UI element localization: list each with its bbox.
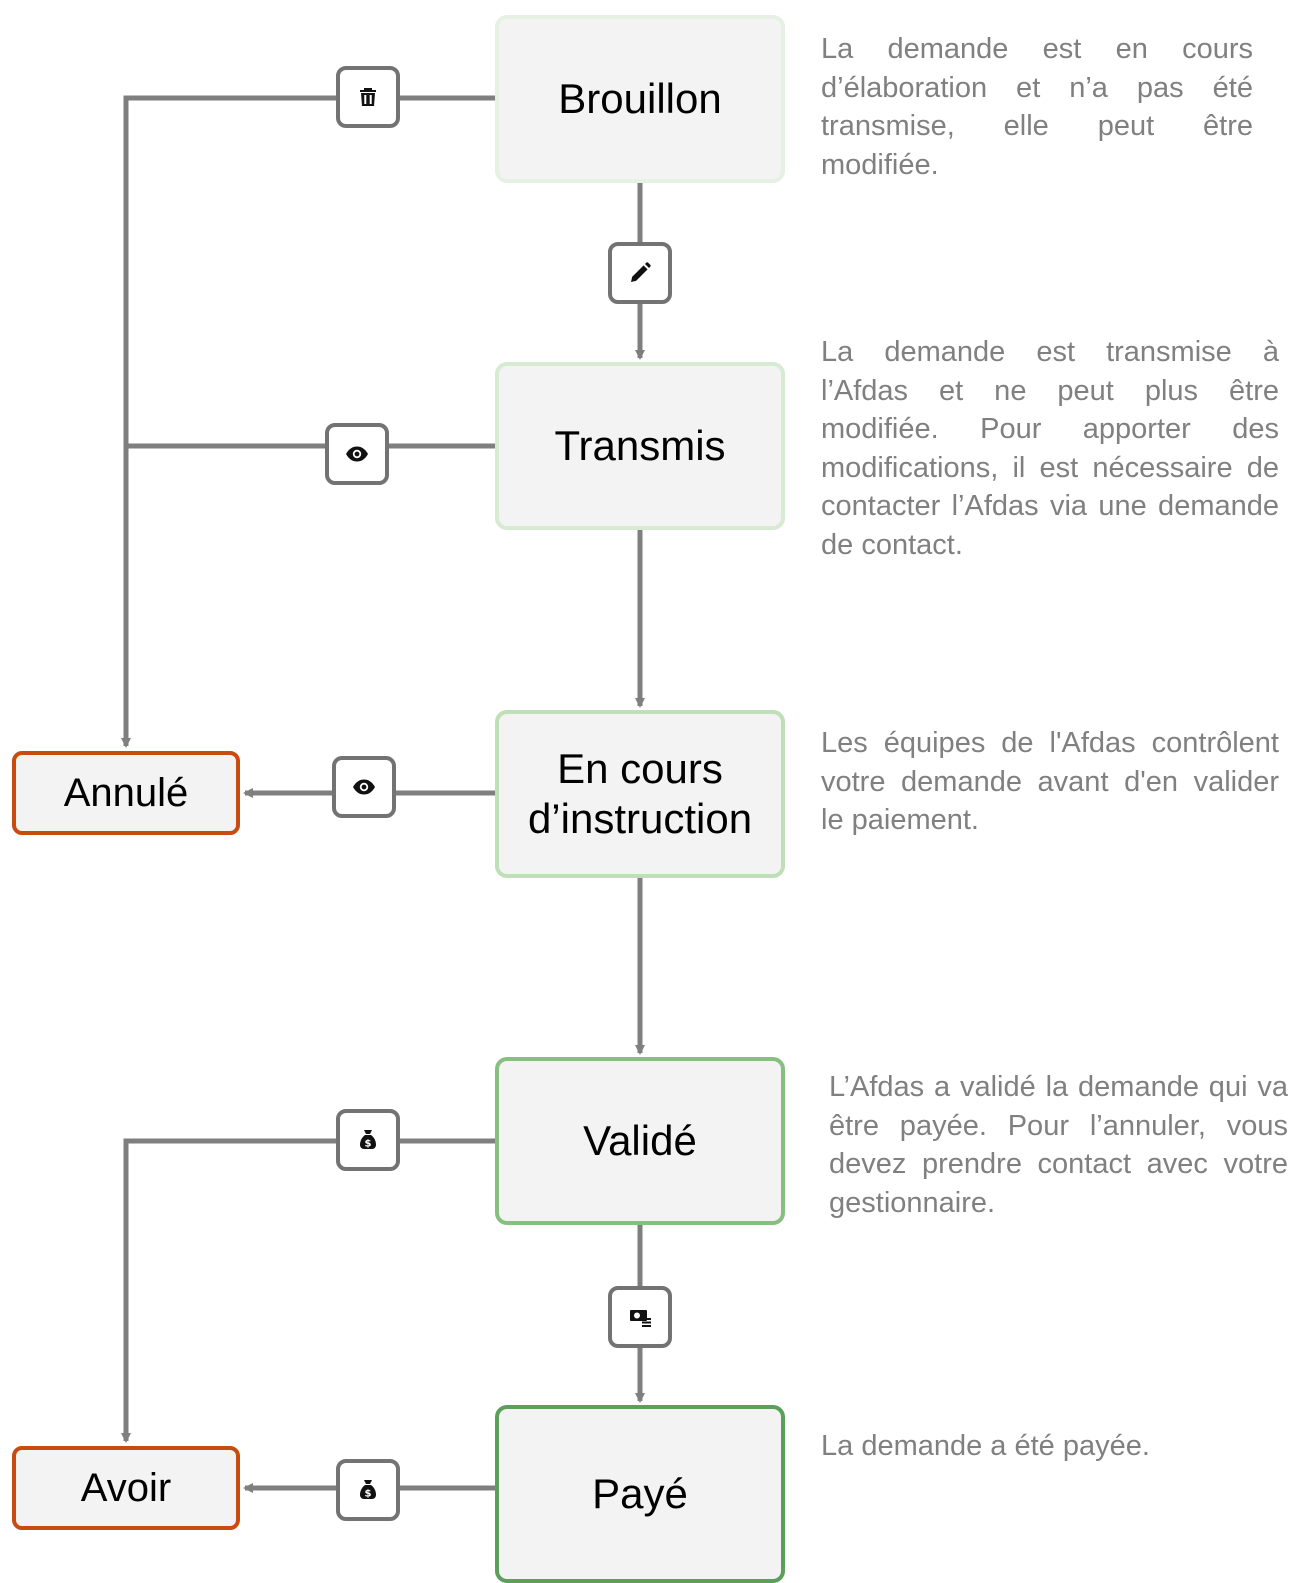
state-annule-label: Annulé xyxy=(63,771,189,815)
description-brouillon: La demande est en cours d’élaboration et… xyxy=(821,33,1253,181)
connector-valide-avoir xyxy=(121,1138,495,1443)
description-transmis: La demande est transmise à l’Afdas et ne… xyxy=(821,336,1279,561)
payment-card-icon xyxy=(608,1286,672,1348)
svg-text:$: $ xyxy=(365,1139,372,1150)
pencil-icon xyxy=(608,242,672,304)
state-paye-label: Payé xyxy=(592,1470,688,1517)
state-avoir-label: Avoir xyxy=(80,1466,172,1510)
state-brouillon-label: Brouillon xyxy=(558,75,722,122)
eye-icon xyxy=(332,756,396,818)
connector-brouillon-annule xyxy=(121,95,495,748)
state-annule: Annulé xyxy=(12,751,240,835)
trash-icon xyxy=(336,66,400,128)
state-valide-label: Validé xyxy=(583,1117,697,1164)
money-bag-icon: $ xyxy=(336,1459,400,1521)
state-en-cours-instruction: En cours d’instruction xyxy=(495,710,785,878)
state-paye: Payé xyxy=(495,1405,785,1583)
state-transmis-label: Transmis xyxy=(554,422,726,469)
svg-text:$: $ xyxy=(365,1489,372,1500)
description-valide: L’Afdas a validé la demande qui va être … xyxy=(829,1071,1288,1219)
money-bag-icon: $ xyxy=(336,1109,400,1171)
description-paye: La demande a été payée. xyxy=(821,1430,1150,1462)
state-brouillon: Brouillon xyxy=(495,15,785,183)
state-transmis: Transmis xyxy=(495,362,785,530)
description-en-cours: Les équipes de l'Afdas contrôlent votre … xyxy=(821,727,1279,836)
state-en-cours-label: En cours d’instruction xyxy=(527,745,753,842)
state-valide: Validé xyxy=(495,1057,785,1225)
eye-icon xyxy=(325,423,389,485)
state-avoir: Avoir xyxy=(12,1446,240,1530)
